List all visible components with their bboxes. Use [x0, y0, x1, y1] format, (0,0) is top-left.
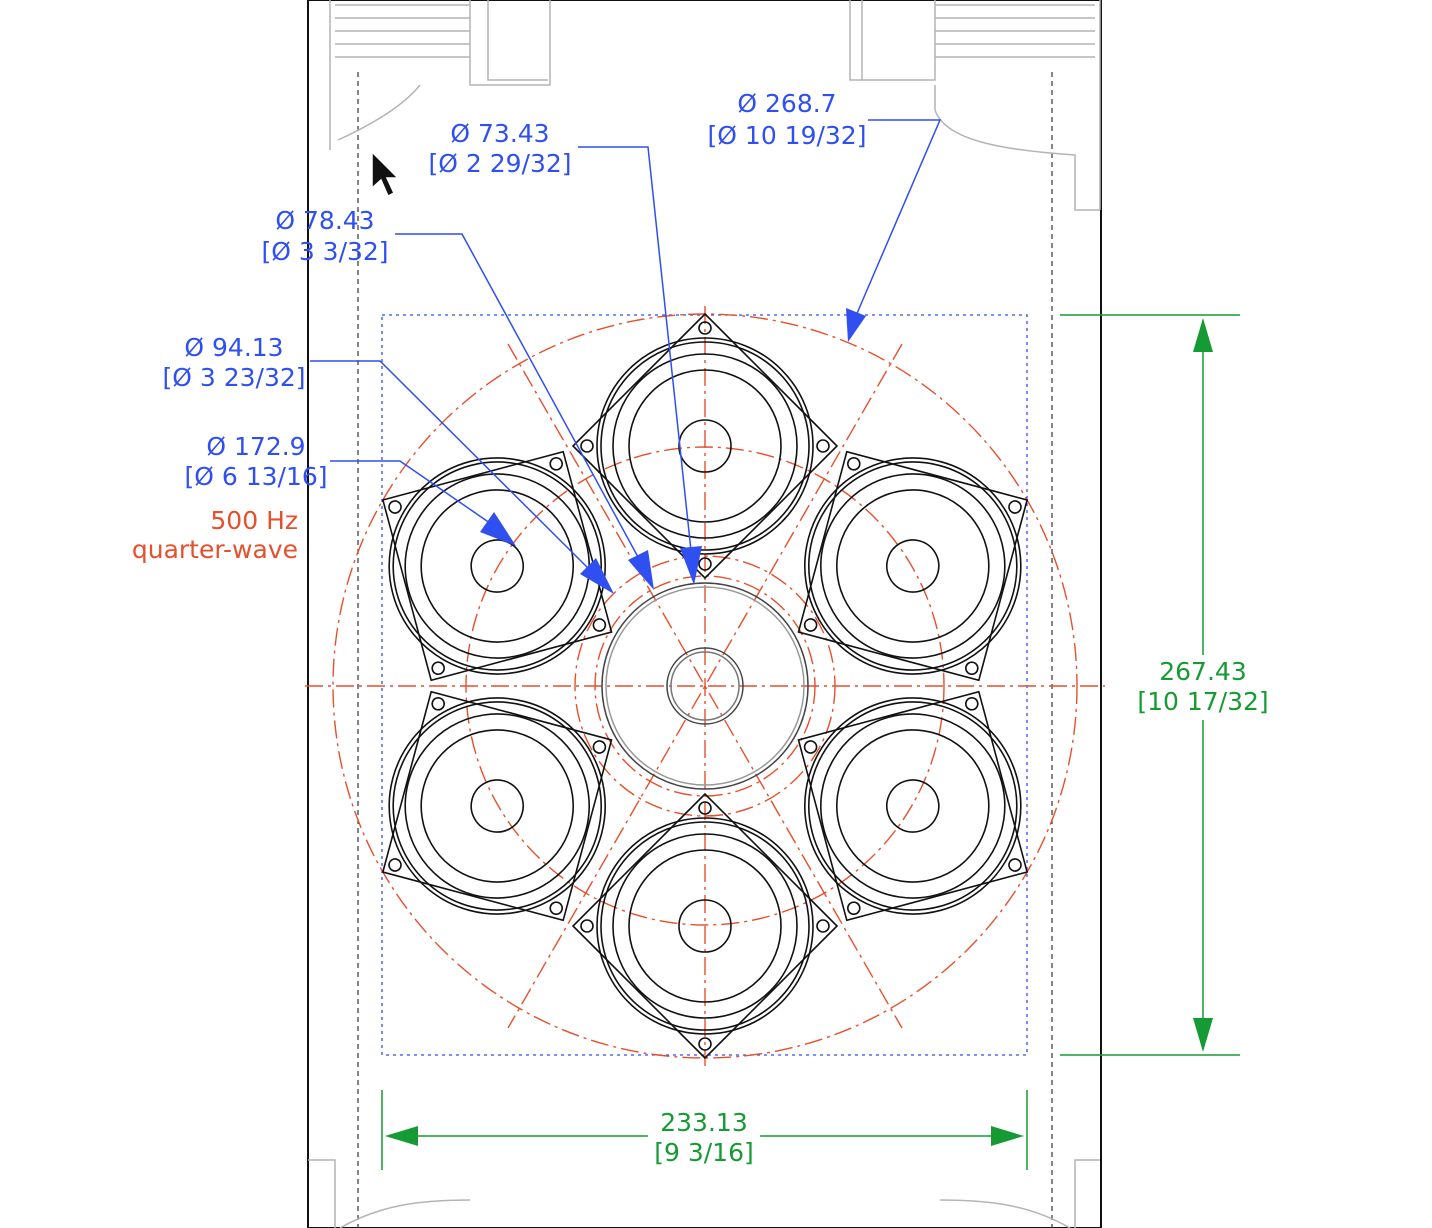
woofer-ring: [600, 341, 810, 551]
woofer-ring: [404, 473, 591, 659]
woofer-group: [381, 312, 1029, 1060]
mounting-hole: [803, 740, 818, 754]
woofer-4: [571, 792, 839, 1060]
woofer-frame: [797, 690, 1029, 922]
mounting-hole: [1008, 500, 1022, 514]
mounting-hole: [592, 618, 607, 632]
dia-268-label: Ø 268.7: [737, 89, 836, 118]
width-dimension-imperial-label: [9 3/16]: [654, 1138, 754, 1167]
dia-73-label: Ø 73.43: [450, 119, 549, 148]
mounting-hole: [846, 901, 861, 915]
mounting-hole: [549, 457, 564, 471]
enclosure-background: [307, 0, 1102, 1228]
woofer-6: [381, 450, 613, 682]
mounting-hole: [580, 919, 594, 933]
woofer-frame: [381, 450, 613, 682]
woofer-ring: [612, 833, 798, 1019]
blue-leaders: [310, 119, 942, 581]
mouse-pointer-icon: [371, 150, 400, 198]
mounting-hole: [698, 557, 712, 571]
woofer-ring: [803, 457, 1022, 675]
woofer-frame: [381, 690, 613, 922]
woofer-ring: [807, 461, 1018, 671]
mounting-hole: [431, 697, 446, 711]
woofer-ring: [803, 697, 1022, 915]
woofer-ring: [807, 701, 1018, 911]
dia-78-label: Ø 78.43: [275, 206, 374, 235]
mounting-hole: [698, 321, 712, 335]
woofer-ring: [819, 473, 1006, 659]
center-lines: [305, 306, 1105, 1066]
woofer-ring: [819, 713, 1006, 899]
dia-94-imperial-label: [Ø 3 23/32]: [162, 363, 305, 392]
woofer-ring: [420, 729, 575, 883]
width-dimension-label: 233.13: [660, 1108, 747, 1137]
mounting-hole: [816, 919, 830, 933]
dust-cap: [678, 419, 732, 473]
woofer-ring: [628, 369, 782, 523]
mounting-hole: [698, 1037, 712, 1051]
mounting-hole: [549, 901, 564, 915]
woofer-ring: [392, 701, 603, 911]
dia-172-label: Ø 172.9: [206, 432, 305, 461]
woofer-ring: [404, 713, 591, 899]
mounting-hole: [1008, 858, 1022, 872]
green-arrowheads: [385, 318, 1213, 1146]
woofer-frame: [797, 450, 1029, 682]
mounting-hole: [803, 618, 818, 632]
dia-78-imperial-label: [Ø 3 3/32]: [261, 237, 388, 266]
woofer-ring: [628, 849, 782, 1003]
dia-268-imperial-label: [Ø 10 19/32]: [708, 121, 867, 150]
woofer-1: [571, 312, 839, 580]
blue-arrowheads: [480, 308, 866, 594]
dust-cap: [470, 779, 525, 833]
woofer-ring: [420, 489, 575, 643]
woofer-ring: [388, 697, 607, 915]
quarter-wave-freq-label: 500 Hz: [210, 506, 298, 535]
dust-cap: [885, 539, 940, 593]
quarter-wave-label: quarter-wave: [132, 535, 298, 564]
woofer-ring: [600, 821, 810, 1031]
mounting-hole: [388, 500, 402, 514]
woofer-ring: [596, 337, 814, 555]
mounting-hole: [388, 858, 402, 872]
woofer-frame: [571, 792, 839, 1060]
mounting-hole: [431, 661, 446, 675]
dia-94-label: Ø 94.13: [184, 333, 283, 362]
woofer-ring: [612, 353, 798, 539]
dia-172-imperial-label: [Ø 6 13/16]: [184, 462, 327, 491]
green-dimensions: [381, 314, 1240, 1170]
mounting-hole: [580, 439, 594, 453]
height-dimension-label: 267.43: [1159, 657, 1246, 686]
woofer-ring: [388, 457, 607, 675]
mounting-hole: [592, 740, 607, 754]
dust-cap: [885, 779, 940, 833]
woofer-2: [797, 450, 1029, 682]
mounting-hole: [816, 439, 830, 453]
mounting-hole: [964, 697, 979, 711]
dia-73-imperial-label: [Ø 2 29/32]: [428, 149, 571, 178]
woofer-ring: [596, 817, 814, 1035]
dust-cap: [470, 539, 525, 593]
mounting-hole: [846, 457, 861, 471]
woofer-ring: [835, 489, 990, 643]
woofer-3: [797, 690, 1029, 922]
woofer-frame: [571, 312, 839, 580]
woofer-ring: [392, 461, 603, 671]
mounting-hole: [698, 801, 712, 815]
center-driver: [601, 582, 809, 790]
height-dimension-imperial-label: [10 17/32]: [1137, 687, 1268, 716]
dust-cap: [678, 899, 732, 953]
woofer-ring: [835, 729, 990, 883]
woofer-5: [381, 690, 613, 922]
mounting-hole: [964, 661, 979, 675]
